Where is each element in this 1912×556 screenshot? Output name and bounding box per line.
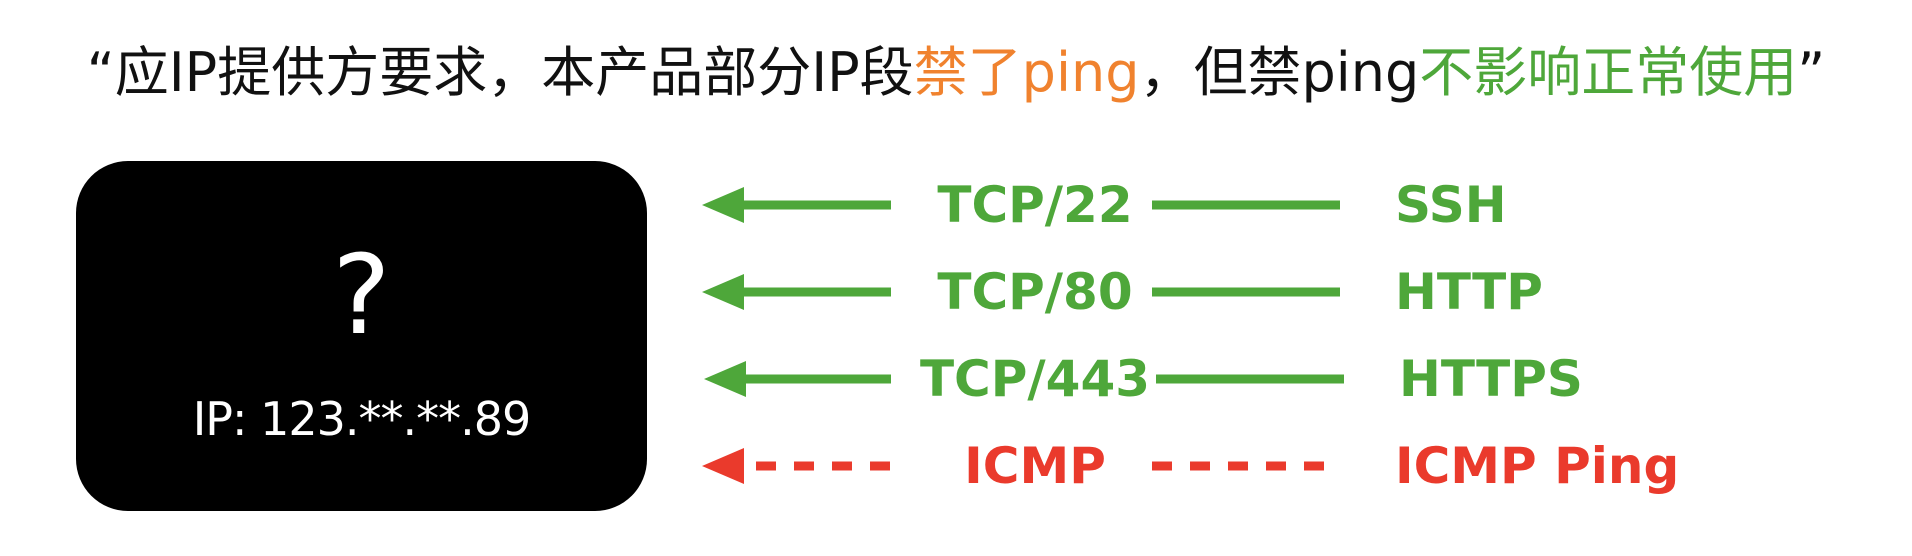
title-middle: ，但禁ping bbox=[1139, 41, 1420, 104]
service-label-http: HTTP bbox=[1395, 263, 1543, 321]
service-label-ssh: SSH bbox=[1395, 176, 1507, 234]
arrowhead-icmp bbox=[702, 448, 744, 484]
diagram-title: “应IP提供方要求，本产品部分IP段禁了ping，但禁ping不影响正常使用” bbox=[0, 28, 1912, 118]
title-highlight-ping-blocked: 禁了ping bbox=[913, 41, 1140, 104]
service-label-https: HTTPS bbox=[1399, 350, 1583, 408]
arrowhead-tcp80 bbox=[702, 274, 744, 310]
arrowhead-tcp443 bbox=[704, 361, 746, 397]
server-unknown-symbol: ? bbox=[332, 231, 391, 359]
title-highlight-normal-use: 不影响正常使用 bbox=[1419, 41, 1798, 104]
arrowhead-tcp22 bbox=[702, 187, 744, 223]
server-ip-label: IP: 123.**.**.89 bbox=[192, 392, 532, 446]
port-label-tcp443: TCP/443 bbox=[919, 350, 1151, 408]
port-label-tcp22: TCP/22 bbox=[937, 176, 1133, 234]
title-quote-close: ” bbox=[1797, 41, 1826, 104]
title-quote-intro: “应IP提供方要求，本产品部分IP段 bbox=[86, 41, 914, 104]
port-label-tcp80: TCP/80 bbox=[937, 263, 1133, 321]
service-label-icmp-ping: ICMP Ping bbox=[1395, 437, 1680, 495]
port-label-icmp: ICMP bbox=[964, 437, 1106, 495]
server-box: ? IP: 123.**.**.89 bbox=[76, 161, 647, 511]
